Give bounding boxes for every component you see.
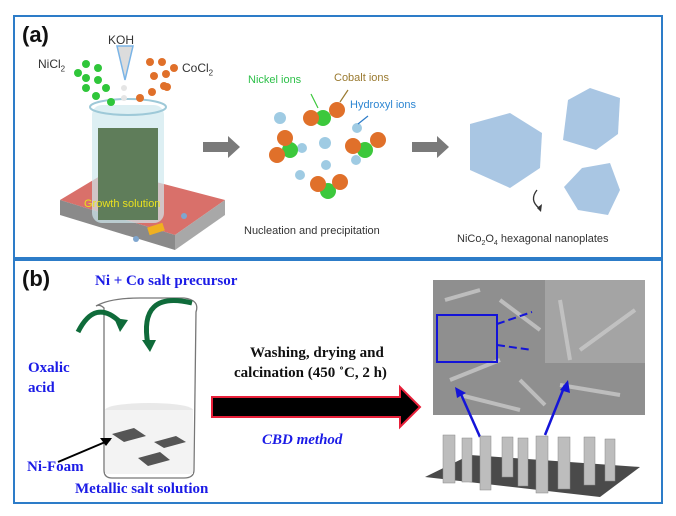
foam-substrate <box>425 434 640 497</box>
zoom-region-box <box>436 314 498 363</box>
panel-a <box>13 15 663 259</box>
hydroxyl-ions-label: Hydroxyl ions <box>350 99 417 111</box>
koh-label: KOH <box>108 33 135 47</box>
nicl2-label: NiCl2 <box>38 57 66 74</box>
ion-clusters <box>269 89 386 199</box>
metallic-salt-label: Metallic salt solution <box>75 481 209 497</box>
oxalic-acid-label-2: acid <box>28 380 55 396</box>
nickel-spheres <box>74 60 115 106</box>
product-caption: NiCo2O4 hexagonal nanoplates <box>457 233 609 248</box>
panel-b <box>13 259 663 504</box>
hexagonal-nanoplates <box>470 88 620 215</box>
arrow-right-icon <box>412 136 449 158</box>
ni-foam-label: Ni-Foam <box>27 459 84 475</box>
koh-dropper-icon <box>116 45 134 81</box>
process-label-1: Washing, drying and <box>250 345 384 361</box>
arrow-right-icon <box>203 136 240 158</box>
nickel-ions-label: Nickel ions <box>248 74 302 86</box>
curved-arrow-icon <box>144 298 193 346</box>
panel-b-label: (b) <box>22 266 51 291</box>
cocl2-label: CoCl2 <box>182 61 214 78</box>
process-arrow-icon <box>211 384 422 430</box>
nucleation-caption: Nucleation and precipitation <box>244 225 380 237</box>
cbd-beaker <box>95 297 198 479</box>
growth-solution-label: Growth solution <box>84 198 161 210</box>
cobalt-ions-label: Cobalt ions <box>334 72 390 84</box>
growth-beaker <box>89 98 167 223</box>
sem-image <box>433 280 645 438</box>
pointer-arrow <box>57 439 111 463</box>
panel-a-label: (a) <box>22 22 49 47</box>
process-label-2: calcination (450 ˚C, 2 h) <box>234 365 387 381</box>
cbd-method-label: CBD method <box>262 432 343 448</box>
cobalt-spheres <box>136 58 178 102</box>
hotplate-display <box>147 222 165 236</box>
precursor-label: Ni + Co salt precursor <box>95 273 238 289</box>
oxalic-acid-label-1: Oxalic <box>28 360 70 376</box>
